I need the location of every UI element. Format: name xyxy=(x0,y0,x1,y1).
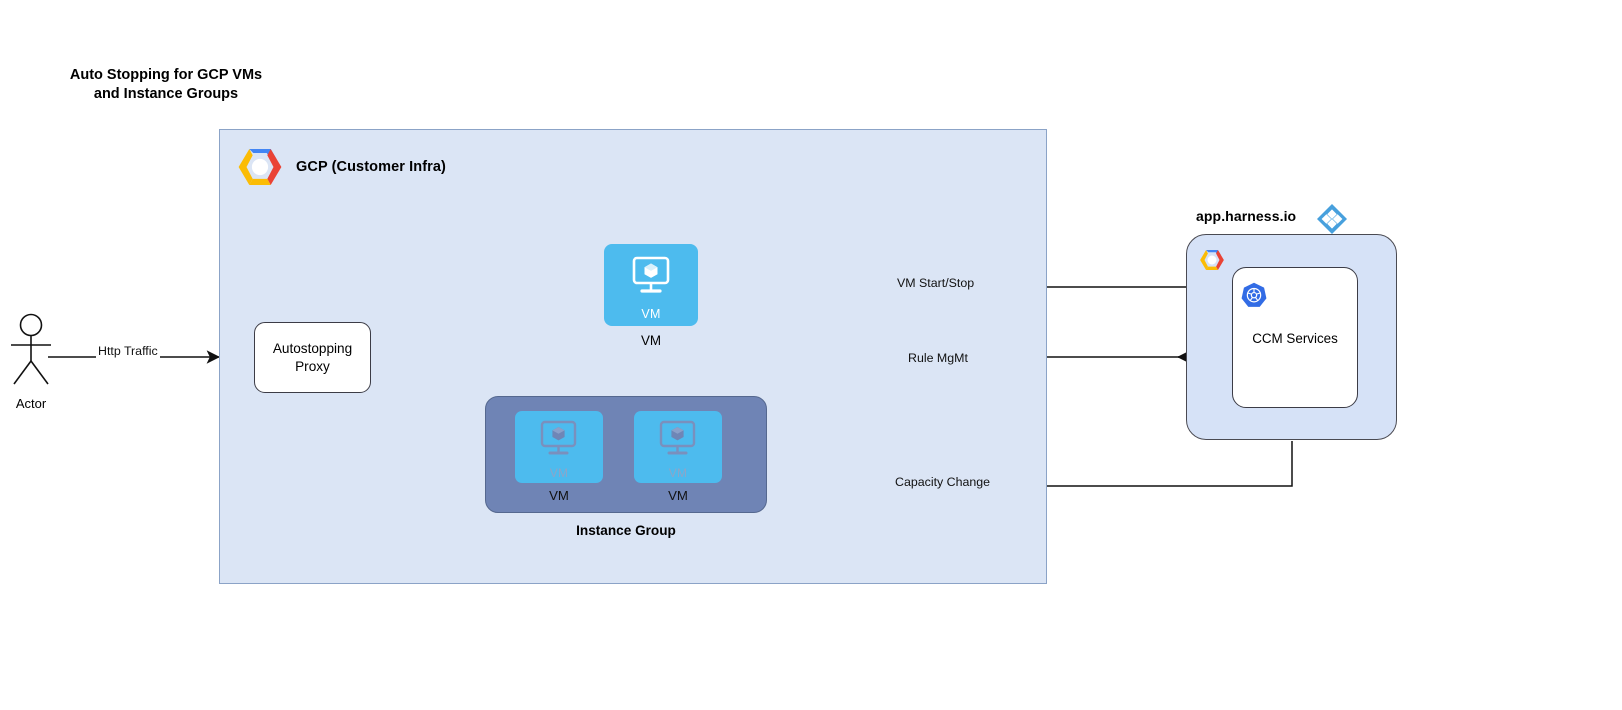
edge-label-capacity-change: Capacity Change xyxy=(893,475,993,489)
vm-monitor-cube-icon xyxy=(540,420,577,455)
gcp-container-label: GCP (Customer Infra) xyxy=(296,159,446,175)
edge-label-rule-mgmt: Rule MgMt xyxy=(906,351,970,365)
page-title: Auto Stopping for GCP VMs and Instance G… xyxy=(69,67,263,102)
kubernetes-logo-icon xyxy=(1240,281,1268,309)
gcp-logo-icon xyxy=(233,140,287,194)
instance-group-caption: Instance Group xyxy=(576,523,676,538)
vm-monitor-cube-icon xyxy=(659,420,696,455)
vm-node-caption: VM xyxy=(640,333,662,348)
instance-group-vm-1-inner-label: VM xyxy=(549,466,569,480)
autostopping-proxy-label: Autostopping Proxy xyxy=(272,340,353,374)
vm-node-inner-label: VM xyxy=(641,307,661,321)
harness-title: app.harness.io xyxy=(1196,208,1297,224)
vm-monitor-cube-icon xyxy=(632,256,670,293)
actor-label: Actor xyxy=(15,396,47,411)
ccm-services-label: CCM Services xyxy=(1252,331,1338,346)
autostopping-proxy-node[interactable]: Autostopping Proxy xyxy=(254,322,371,393)
instance-group-vm-2-caption: VM xyxy=(668,488,688,503)
gcp-logo-icon xyxy=(1197,245,1227,275)
actor-stick-figure-icon xyxy=(5,313,57,385)
instance-group-vm-1[interactable]: VM xyxy=(515,411,603,483)
vm-node[interactable]: VM xyxy=(604,244,698,326)
instance-group-vm-2[interactable]: VM xyxy=(634,411,722,483)
harness-diamond-logo-icon xyxy=(1316,203,1348,235)
instance-group-node[interactable]: VM VM VM VM xyxy=(485,396,767,513)
edge-label-vm-start-stop: VM Start/Stop xyxy=(895,276,977,290)
instance-group-vm-2-inner-label: VM xyxy=(668,466,688,480)
instance-group-vm-1-caption: VM xyxy=(549,488,569,503)
edge-label-http-traffic: Http Traffic xyxy=(96,344,160,358)
